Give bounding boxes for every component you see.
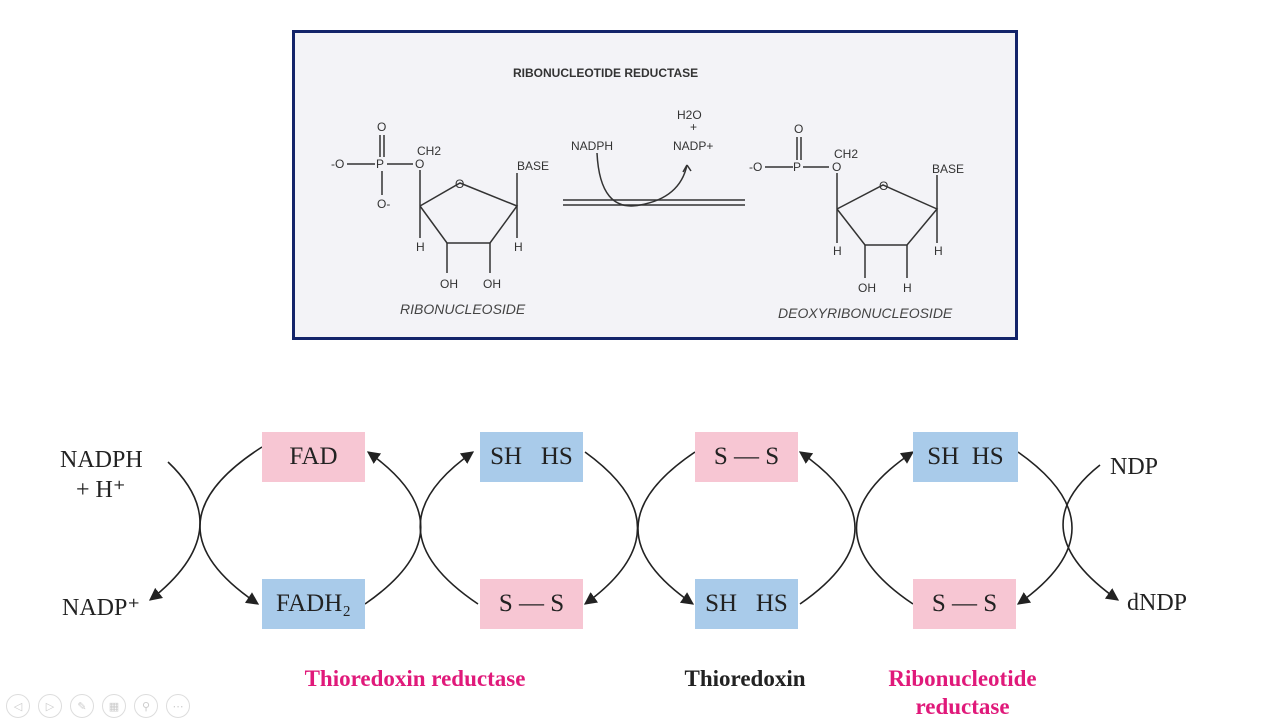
fad-box: FAD [262,432,365,482]
plus-label: + [690,120,697,134]
next-icon[interactable]: ▷ [38,694,62,718]
atom: O [832,160,841,174]
atom: BASE [932,162,964,176]
slide-nav-toolbar: ◁ ▷ ✎ ▦ ⚲ ⋯ [6,694,190,718]
atom: OH [483,277,501,291]
atom: CH2 [834,147,858,161]
arrow-nadph-to-nadp [148,461,201,601]
atom: OH [440,277,458,291]
nadp-label: NADP+ [673,139,713,153]
thioredoxin-reductase-label: Thioredoxin reductase [304,666,526,691]
atom: H [833,244,842,258]
nadph-h-label: NADPH + H⁺ [60,445,143,505]
nadph-text: NADPH [60,447,143,473]
atom: O [415,157,424,171]
atom: O [794,122,803,136]
atom: OH [858,281,876,295]
atom: O [879,179,888,193]
zoom-icon[interactable]: ⚲ [134,694,158,718]
rnr-label-line2: reductase [915,694,1010,719]
arrow-rnr-shhs-to-ss [1016,451,1073,605]
dndp-label: dNDP [1127,590,1188,616]
ribonucleotide-reductase-label: Ribonucleotide reductase [865,665,1060,721]
arrow-thioredoxin-ss-to-shhs [637,451,696,605]
h2o-label: H2O [677,108,702,122]
thioredoxin-reduced-box: SH HS [695,579,798,629]
substrate-label: RIBONUCLEOSIDE [400,301,526,317]
nadp-plus-label: NADP⁺ [62,595,141,621]
h-plus-text: + H⁺ [76,477,126,503]
arrow-ndp-to-dndp [1062,464,1120,601]
atom: P [793,160,801,174]
atom: H [416,240,425,254]
atom: P [376,157,384,171]
product-label: DEOXYRIBONUCLEOSIDE [778,305,953,321]
figure-title: RIBONUCLEOTIDE REDUCTASE [513,66,698,80]
previous-icon[interactable]: ◁ [6,694,30,718]
slides-icon[interactable]: ▦ [102,694,126,718]
arrow-fad-to-fadh2 [199,446,263,605]
thioredoxin-label: Thioredoxin [684,666,806,691]
atom: O- [377,197,390,211]
atom: O [377,120,386,134]
atom: CH2 [417,144,441,158]
arrow-ss-to-shhs [419,451,479,605]
atom: H [514,240,523,254]
atom: -O [331,157,344,171]
fadh2-box: FADH₂ [262,579,365,629]
more-icon[interactable]: ⋯ [166,694,190,718]
rnr-oxidized-box: S — S [913,579,1016,629]
arrow-shhs-to-ss [583,451,639,605]
atom: BASE [517,159,549,173]
thioredoxin-oxidized-box: S — S [695,432,798,482]
rnr-label-line1: Ribonucleotide [888,666,1037,691]
pen-icon[interactable]: ✎ [70,694,94,718]
ndp-label: NDP [1110,454,1159,480]
atom: H [903,281,912,295]
atom: O [455,177,464,191]
nadph-label: NADPH [571,139,613,153]
arrow-thioredoxin-reduced-to-oxidized [798,451,856,605]
reaction-arrows [563,152,745,207]
rnr-reduced-box: SH HS [913,432,1018,482]
arrow-fadh2-to-fad [364,451,422,605]
thioredoxin-reductase-reduced-box: SH HS [480,432,583,482]
atom: -O [749,160,762,174]
atom: H [934,244,943,258]
ribonucleoside-structure [347,135,519,273]
arrow-rnr-ss-to-shhs [855,451,915,605]
deoxyribonucleoside-structure [765,137,939,278]
thioredoxin-reductase-oxidized-box: S — S [480,579,583,629]
reaction-figure: RIBONUCLEOTIDE REDUCTASE -O P O O- O CH2… [292,30,1018,340]
